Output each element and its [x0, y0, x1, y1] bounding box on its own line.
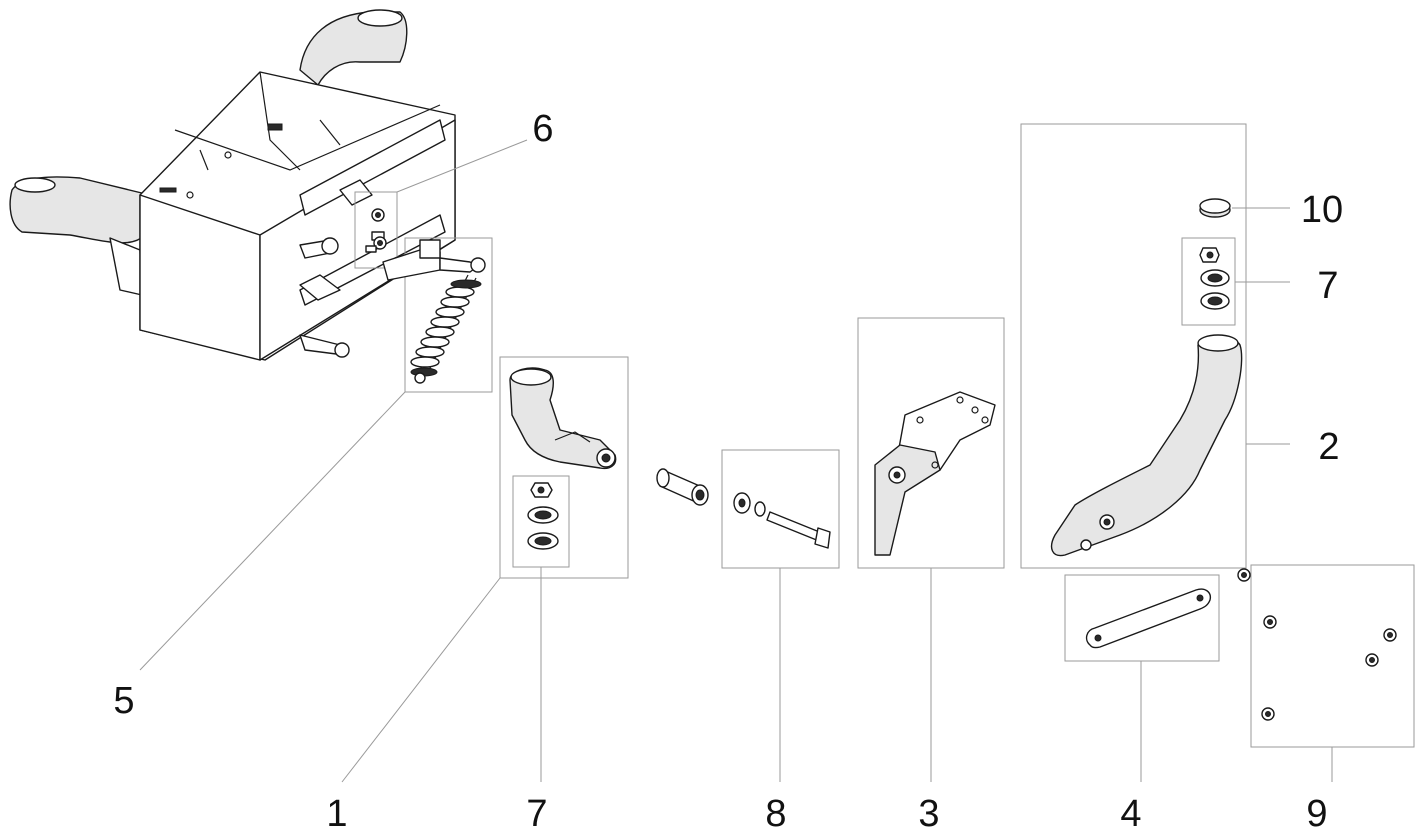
callout-7-left: 7: [526, 793, 547, 835]
bracket: [874, 391, 996, 556]
right-bearing-set: [1199, 247, 1230, 310]
frame-assembly: [9, 9, 456, 361]
screws-box: [1250, 564, 1415, 748]
callout-1: 1: [326, 793, 347, 835]
callout-8: 8: [765, 793, 786, 835]
shock-absorber-box: [404, 237, 493, 393]
callout-7-right: 7: [1317, 265, 1338, 307]
left-arm-box: [499, 356, 629, 579]
fastener-group-top: [365, 208, 387, 253]
callout-10: 10: [1301, 189, 1343, 231]
left-arm: [509, 367, 617, 470]
fastener-group-box-top: [354, 191, 398, 269]
link-bar: [1085, 588, 1212, 649]
callout-2: 2: [1318, 426, 1339, 468]
pivot-pin: [656, 468, 709, 506]
callout-4: 4: [1120, 793, 1141, 835]
callout-3: 3: [918, 793, 939, 835]
cap: [1199, 198, 1231, 218]
callout-5: 5: [113, 680, 134, 722]
right-arm: [1050, 334, 1243, 557]
link-bar-box: [1064, 574, 1220, 662]
bolt-set: [733, 492, 831, 549]
leader-lines: [139, 139, 1333, 783]
callout-6: 6: [532, 108, 553, 150]
right-arm-box: [1020, 123, 1247, 569]
shock-absorber: [382, 239, 486, 384]
callout-9: 9: [1306, 793, 1327, 835]
screws: [1237, 568, 1397, 721]
left-bearing-set: [527, 482, 559, 550]
